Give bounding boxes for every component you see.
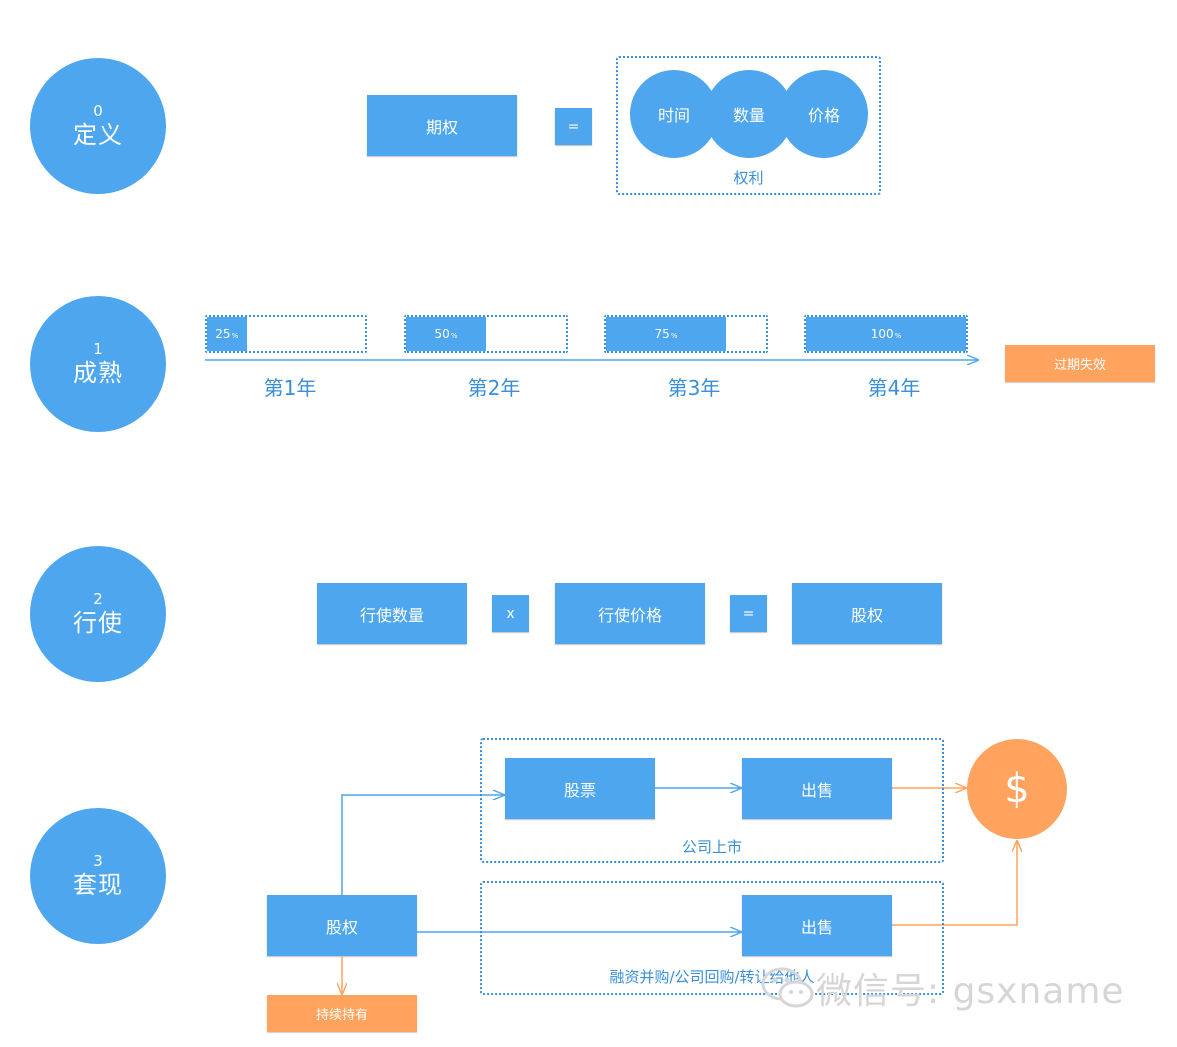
stage-title: 定义: [73, 121, 123, 149]
stage-number: 2: [93, 590, 103, 608]
rights-caption: 权利: [733, 169, 764, 187]
hold-box: 持续持有: [267, 995, 417, 1032]
equals-sign: =: [555, 108, 592, 145]
vesting-percent: 50: [434, 327, 450, 341]
stage-number: 0: [93, 102, 103, 120]
percent-unit: %: [894, 331, 902, 340]
wechat-icon: [761, 967, 814, 1008]
stage-number: 3: [93, 852, 103, 870]
stage-circle-definition: 0 定义: [30, 58, 166, 194]
vesting-fill: 100%: [806, 317, 966, 351]
vesting-percent: 25: [215, 327, 231, 341]
percent-unit: %: [231, 331, 239, 340]
equity-result-box: 股权: [792, 583, 942, 644]
watermark-text: 微信号: gsxname: [816, 971, 1125, 1012]
vesting-fill: 75%: [606, 317, 726, 351]
ma-group: [480, 881, 944, 995]
times-sign: x: [492, 595, 529, 632]
rights-time-bubble: 时间: [630, 70, 718, 158]
expire-box: 过期失效: [1005, 345, 1155, 382]
rights-quantity-bubble: 数量: [705, 70, 793, 158]
vesting-percent: 75: [654, 327, 670, 341]
stage-title: 成熟: [73, 359, 123, 387]
ipo-caption: 公司上市: [681, 838, 742, 856]
stage-circle-exercise: 2 行使: [30, 546, 166, 682]
vesting-fill: 25%: [207, 317, 247, 351]
vesting-percent: 100: [870, 327, 894, 341]
sell-box-ma: 出售: [742, 895, 892, 956]
equity-to-stock-arrow: [341, 795, 504, 895]
stock-box: 股票: [505, 758, 655, 819]
year-label: 第1年: [263, 376, 317, 400]
option-box: 期权: [367, 95, 517, 156]
exercise-price-box: 行使价格: [555, 583, 705, 644]
ipo-group: [480, 738, 944, 863]
equity-box: 股权: [267, 895, 417, 956]
percent-unit: %: [450, 331, 458, 340]
stage-title: 行使: [73, 609, 123, 637]
stage-circle-cashout: 3 套现: [30, 808, 166, 944]
stage-title: 套现: [73, 871, 123, 899]
vesting-bar-year1: 25%: [205, 315, 367, 353]
vesting-fill: 50%: [406, 317, 486, 351]
stage-number: 1: [93, 340, 103, 358]
exercise-quantity-box: 行使数量: [317, 583, 467, 644]
percent-unit: %: [670, 331, 678, 340]
stage-circle-vesting: 1 成熟: [30, 296, 166, 432]
vesting-bar-year3: 75%: [604, 315, 768, 353]
equals-sign: =: [730, 595, 767, 632]
year-label: 第3年: [667, 376, 721, 400]
dollar-icon: $: [967, 739, 1067, 839]
sell-box-ipo: 出售: [742, 758, 892, 819]
sell-bottom-to-dollar-arrow: [892, 841, 1017, 926]
vesting-bar-year4: 100%: [804, 315, 968, 353]
year-label: 第2年: [467, 376, 521, 400]
year-label: 第4年: [867, 376, 921, 400]
watermark: 微信号: gsxname: [760, 962, 1125, 1014]
vesting-bar-year2: 50%: [404, 315, 568, 353]
rights-price-bubble: 价格: [780, 70, 868, 158]
rights-group: [616, 56, 881, 195]
